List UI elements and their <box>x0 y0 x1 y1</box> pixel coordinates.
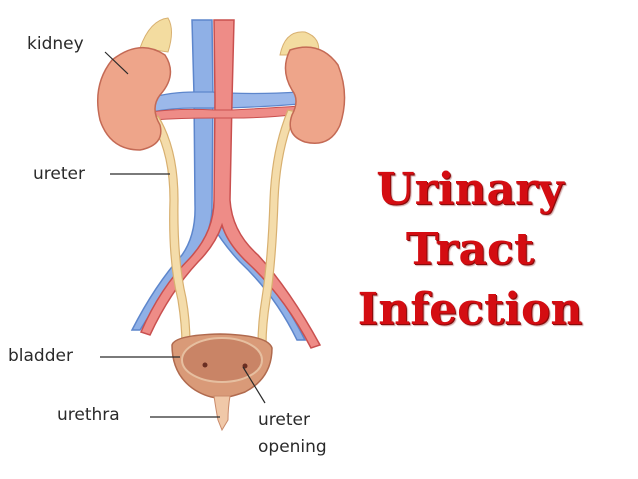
left-kidney <box>97 17 172 151</box>
label-urethra: urethra <box>57 405 120 425</box>
title-line-1: Urinary <box>376 164 564 215</box>
label-ureter: ureter <box>33 164 85 184</box>
title-line-2: Tract <box>405 224 535 275</box>
right-kidney <box>279 31 346 144</box>
label-ureter-opening-line1: ureter <box>258 410 310 430</box>
leader-lines <box>100 51 266 418</box>
label-kidney: kidney <box>27 34 84 54</box>
label-ureter-opening-line2: opening <box>258 437 327 457</box>
title-line-3: Infection <box>357 284 583 335</box>
bladder <box>171 333 273 432</box>
label-bladder: bladder <box>8 346 73 366</box>
page-title: Urinary Tract Infection <box>330 160 610 340</box>
